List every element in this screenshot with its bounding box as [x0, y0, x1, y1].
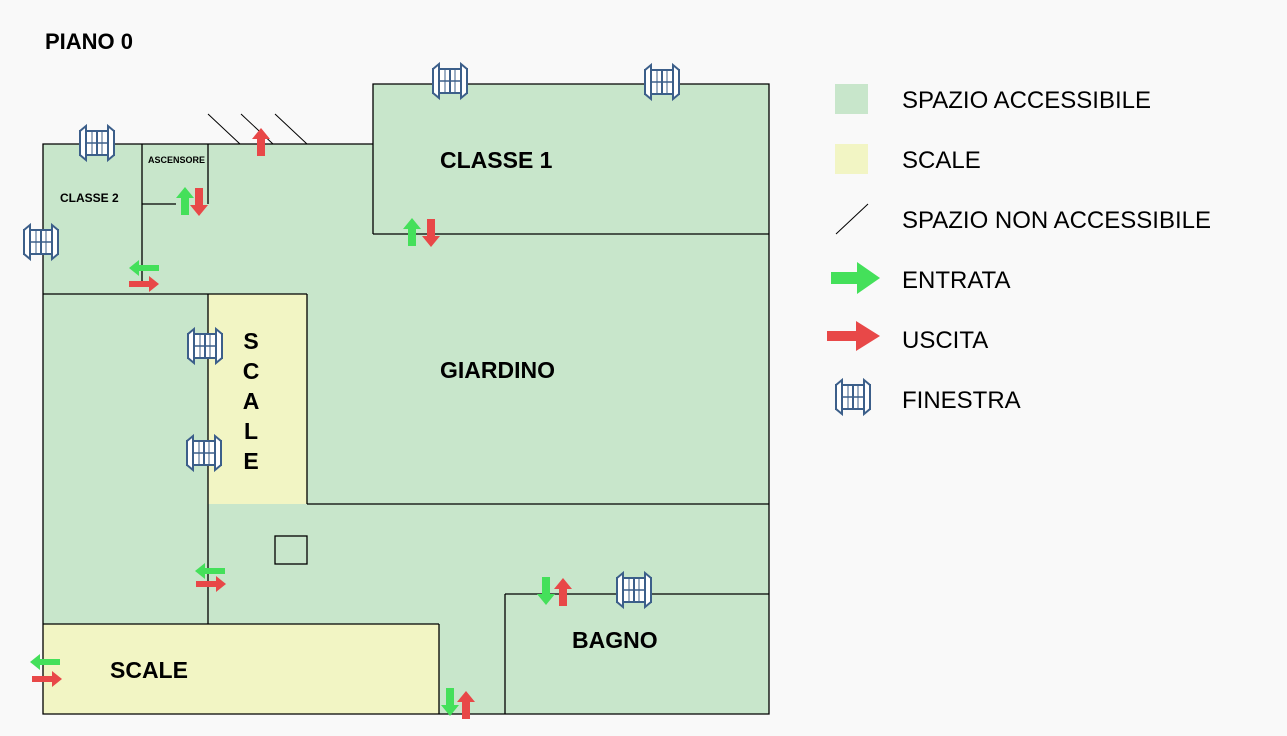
- legend-swatch-accessible: [835, 84, 868, 114]
- legend: SPAZIO ACCESSIBILE SCALE SPAZIO NON ACCE…: [827, 84, 1211, 415]
- stairs-vertical: [208, 294, 307, 504]
- window-icon: [79, 125, 115, 161]
- window-icon: [186, 435, 222, 471]
- room-label-classe-2: CLASSE 2: [60, 191, 119, 205]
- room-label-scale-vertical: S C A L E: [243, 328, 260, 474]
- window-icon: [187, 328, 223, 364]
- hatch-line-icon: [835, 203, 869, 235]
- legend-label-entrance: ENTRATA: [902, 267, 1010, 294]
- scale-letter-5: E: [243, 448, 258, 474]
- window-icon: [616, 572, 652, 608]
- legend-label-stairs: SCALE: [902, 147, 981, 174]
- window-icon: [644, 64, 680, 100]
- stairs-bottom: [43, 624, 439, 714]
- room-label-giardino: GIARDINO: [440, 357, 555, 383]
- legend-swatch-stairs: [835, 144, 868, 174]
- exit-arrow-icon: [827, 321, 880, 351]
- room-label-classe-1: CLASSE 1: [440, 147, 553, 173]
- floor-title: PIANO 0: [45, 29, 133, 54]
- accessible-area: [43, 84, 769, 714]
- room-label-scale-bottom: SCALE: [110, 657, 188, 683]
- room-label-ascensore: ASCENSORE: [148, 155, 205, 165]
- legend-label-exit: USCITA: [902, 327, 988, 354]
- window-icon: [432, 63, 468, 99]
- legend-label-non-accessible: SPAZIO NON ACCESSIBILE: [902, 207, 1211, 234]
- entrance-arrow-icon: [831, 262, 880, 294]
- scale-letter-3: A: [243, 388, 260, 414]
- legend-label-window: FINESTRA: [902, 387, 1021, 414]
- window-icon: [835, 379, 871, 415]
- scale-letter-2: C: [243, 358, 260, 384]
- window-icon: [23, 224, 59, 260]
- scale-letter-1: S: [243, 328, 258, 354]
- scale-letter-4: L: [244, 418, 258, 444]
- room-label-bagno: BAGNO: [572, 627, 658, 653]
- legend-label-accessible: SPAZIO ACCESSIBILE: [902, 87, 1151, 114]
